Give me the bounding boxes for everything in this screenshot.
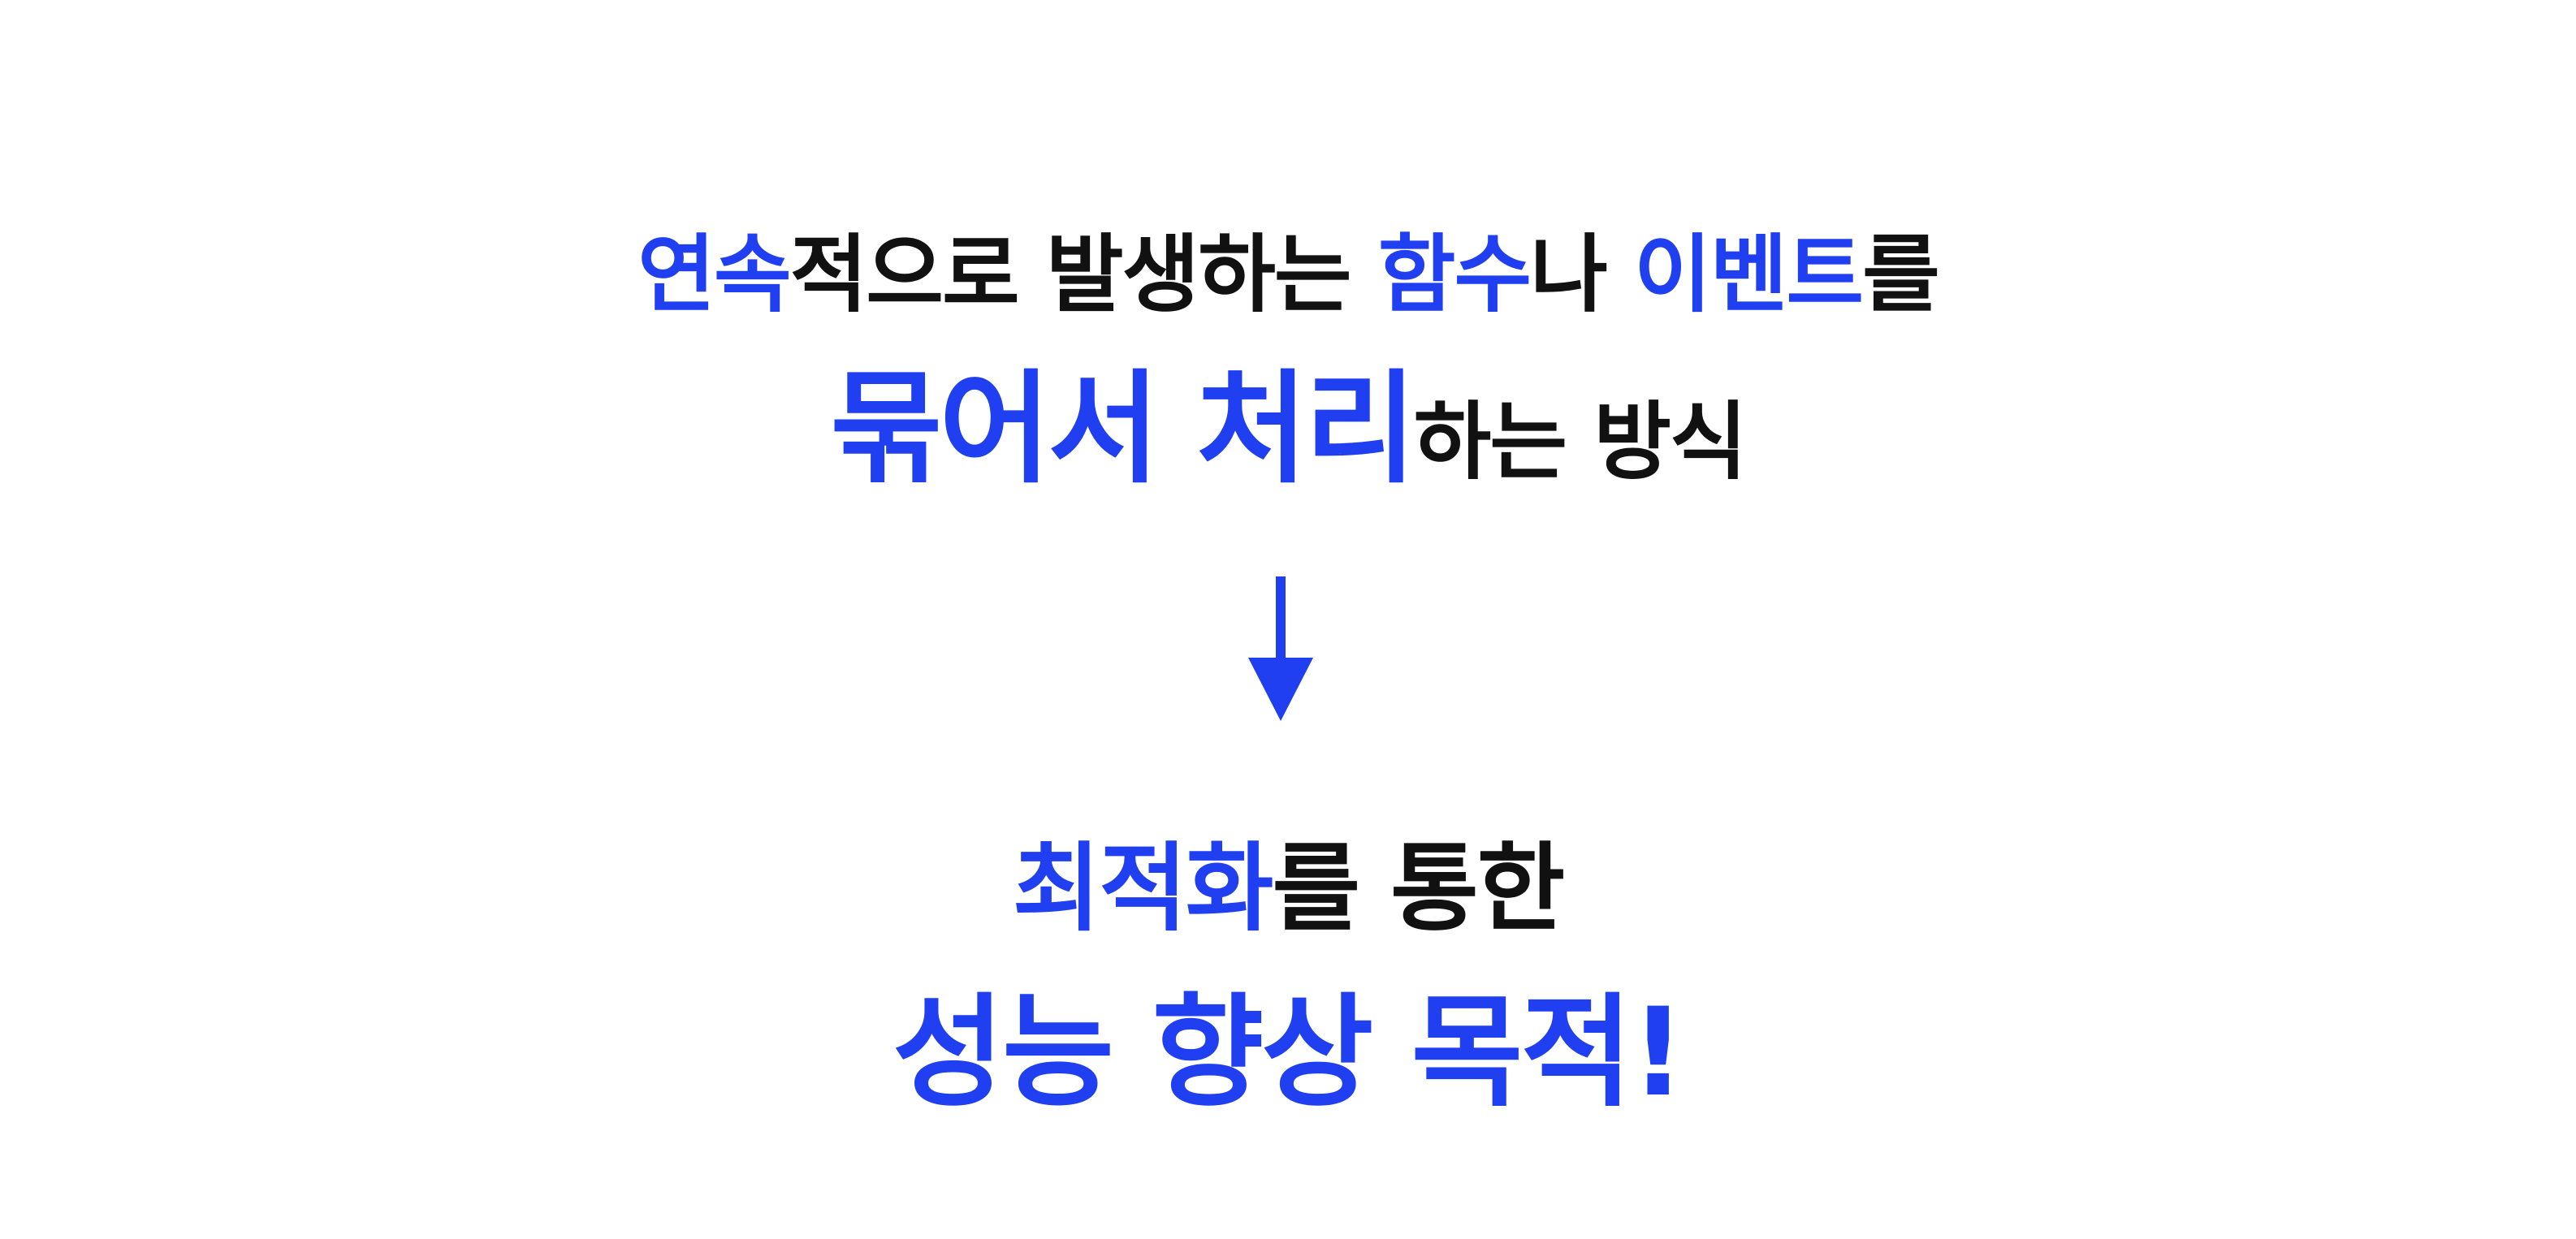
purpose-line-1: 최적화를 통한 (0, 840, 2576, 936)
text-object-particle: 를 (1862, 225, 1940, 324)
definition-line-1: 연속적으로 발생하는 함수나 이벤트를 (0, 232, 2576, 317)
arrow-down-icon (1248, 576, 1313, 721)
definition-line-2: 묶어서 처리하는 방식 (0, 369, 2576, 490)
highlight-performance-goal: 성능 향상 목적! (893, 982, 1686, 1124)
highlight-continuous: 연속 (638, 225, 791, 324)
highlight-function: 함수 (1377, 225, 1532, 324)
highlight-event: 이벤트 (1634, 225, 1864, 324)
text-or: 나 (1530, 225, 1635, 324)
highlight-optimization: 최적화 (1012, 832, 1274, 944)
text-method: 하는 방식 (1413, 392, 1748, 491)
text-through: 를 통한 (1272, 832, 1565, 944)
text-occurring: 적으로 발생하는 (789, 225, 1378, 324)
purpose-line-2: 성능 향상 목적! (0, 992, 2576, 1114)
highlight-group-process: 묶어서 처리 (830, 359, 1416, 500)
